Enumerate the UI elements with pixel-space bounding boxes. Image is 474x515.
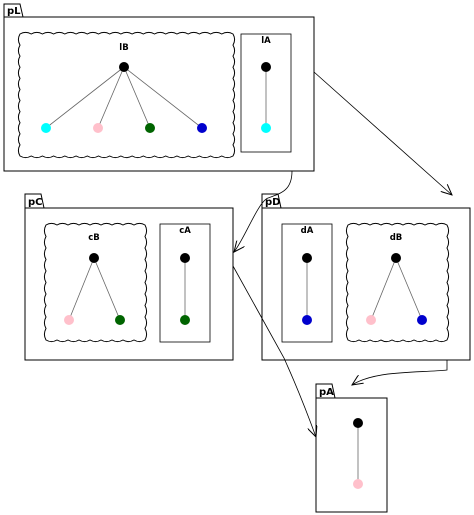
- point-black: [89, 253, 99, 263]
- edge: [395, 257, 423, 321]
- package-tab: [24, 193, 45, 209]
- point-green: [180, 315, 190, 325]
- edge: [97, 66, 125, 129]
- package-pA[interactable]: pA: [315, 383, 388, 513]
- dependency-pD-to-pA[interactable]: [352, 360, 448, 385]
- node-label: lB: [119, 43, 128, 53]
- edge: [93, 257, 121, 321]
- point-black: [180, 253, 190, 263]
- package-tab: [315, 383, 336, 399]
- node-label: dB: [390, 233, 403, 243]
- node-lB[interactable]: lB: [17, 31, 236, 159]
- point-green: [145, 123, 155, 133]
- cloud-shape: [17, 31, 236, 159]
- node-label: cB: [88, 233, 100, 243]
- point-black: [119, 62, 129, 72]
- cloud-shape: [43, 222, 148, 343]
- point-pink: [64, 315, 74, 325]
- dependency-pL-to-pC[interactable]: [234, 170, 293, 252]
- cloud-shape: [345, 222, 450, 343]
- package-body: [315, 397, 388, 513]
- point-blue: [302, 315, 312, 325]
- point-black: [353, 418, 363, 428]
- package-label: pA: [319, 387, 334, 398]
- node-label: dA: [301, 226, 314, 236]
- package-tab: [3, 3, 24, 18]
- package-label: pC: [28, 197, 43, 208]
- point-pink: [93, 123, 103, 133]
- dependency-pL-to-pD[interactable]: [313, 71, 452, 195]
- point-pink: [353, 479, 363, 489]
- node-lA[interactable]: lA: [240, 33, 292, 153]
- point-blue: [417, 315, 427, 325]
- package-tab: [261, 193, 282, 209]
- edge: [45, 66, 125, 129]
- node-dA[interactable]: dA: [281, 223, 333, 343]
- edge: [68, 257, 95, 321]
- node-cA[interactable]: cA: [159, 223, 211, 343]
- node-dB[interactable]: dB: [345, 222, 450, 343]
- node-label: cA: [179, 226, 191, 236]
- point-black: [391, 253, 401, 263]
- edge: [123, 66, 203, 129]
- point-pink: [366, 315, 376, 325]
- point-cyan: [261, 123, 271, 133]
- edge: [123, 66, 151, 129]
- point-black: [302, 253, 312, 263]
- point-blue: [197, 123, 207, 133]
- node-cB[interactable]: cB: [43, 222, 148, 343]
- point-green: [115, 315, 125, 325]
- node-label: lA: [261, 36, 271, 46]
- point-cyan: [41, 123, 51, 133]
- package-label: pD: [265, 197, 280, 208]
- point-black: [261, 62, 271, 72]
- dependency-pC-to-pA[interactable]: [232, 265, 316, 437]
- edge: [370, 257, 397, 321]
- package-label: pL: [7, 6, 21, 17]
